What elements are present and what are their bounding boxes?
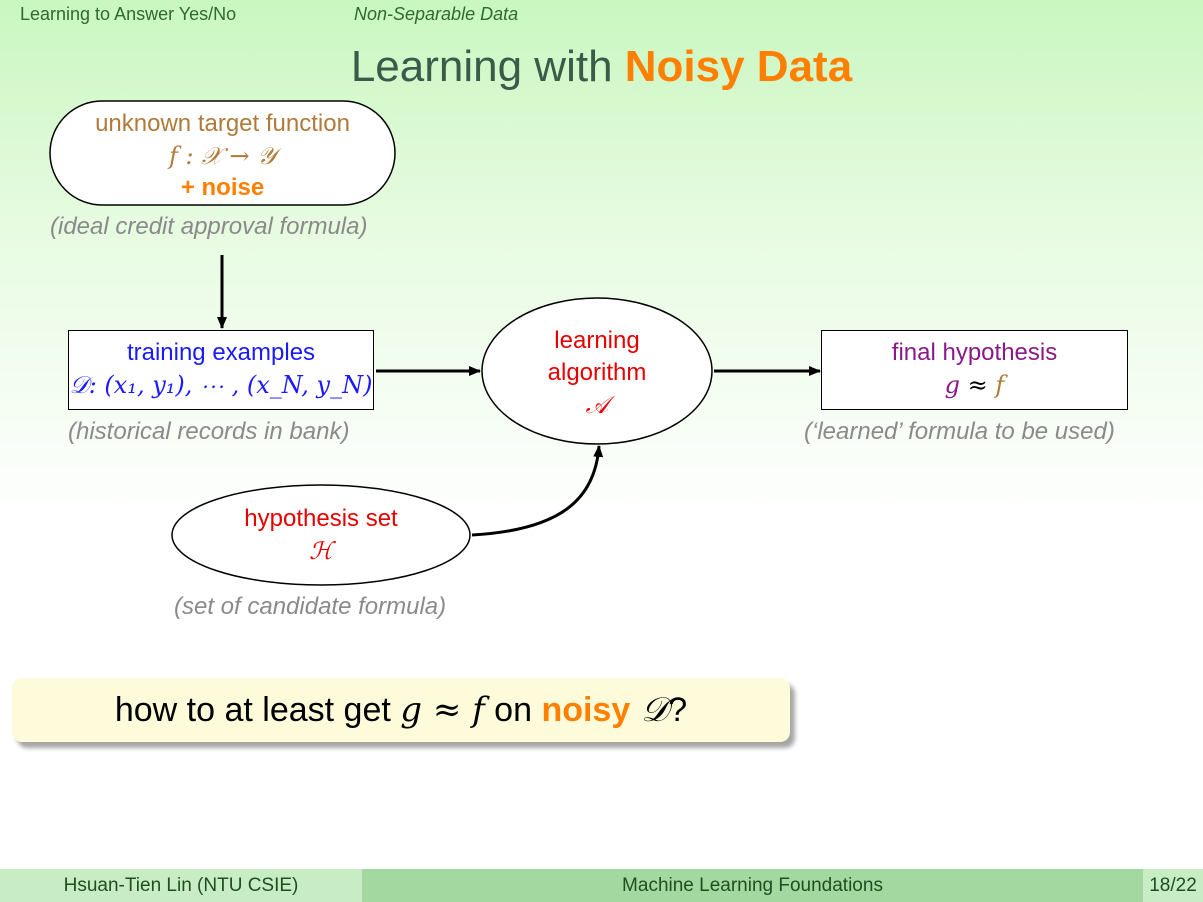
algorithm-symbol: 𝒜 — [585, 391, 609, 419]
hypothesis-set-caption: (set of candidate formula) — [174, 593, 447, 620]
question-approx: ≈ — [422, 690, 473, 730]
algorithm-line1: learning — [554, 327, 640, 354]
footer-author: Hsuan-Tien Lin (NTU CSIE) — [0, 869, 362, 902]
training-line1: training examples — [126, 339, 316, 366]
arrow-hypothesis-to-algorithm — [471, 445, 604, 537]
training-line2: 𝒟: (x₁, y₁), ⋯ , (x_N, y_N) — [69, 371, 373, 399]
algorithm-node: learning algorithm 𝒜 — [482, 325, 712, 421]
final-approx: ≈ — [960, 371, 996, 399]
footer-page: 18/22 — [1143, 869, 1203, 902]
question-text: how to at least get g ≈ f on noisy 𝒟? — [115, 690, 687, 730]
training-node: training examples 𝒟: (x₁, y₁), ⋯ , (x_N,… — [68, 330, 374, 410]
target-noise: + noise — [180, 174, 265, 201]
question-part1: how to at least get — [114, 691, 401, 729]
final-line1: final hypothesis — [891, 339, 1058, 366]
question-d: 𝒟 — [630, 690, 669, 730]
question-part2: on — [484, 691, 542, 729]
algorithm-shape — [481, 297, 713, 445]
hypothesis-set-symbol: ℋ — [309, 537, 333, 565]
nav-subsection[interactable]: Non-Separable Data — [354, 4, 519, 24]
footer-course: Machine Learning Foundations — [362, 869, 1143, 902]
hypothesis-set-line1: hypothesis set — [244, 505, 398, 532]
slide-title: Learning with Noisy Data — [0, 42, 1203, 92]
algorithm-line2: algorithm — [547, 359, 647, 386]
hypothesis-set-shape — [171, 484, 471, 586]
training-caption: (historical records in bank) — [68, 418, 350, 445]
final-g: g — [944, 371, 961, 399]
hypothesis-set-node: hypothesis set ℋ — [172, 503, 470, 567]
target-node: unknown target function f : 𝒳 → 𝒴 + nois… — [50, 108, 395, 204]
question-noisy: noisy — [541, 691, 631, 729]
title-highlight: Noisy Data — [624, 42, 853, 91]
target-shape — [49, 100, 396, 206]
question-callout: how to at least get g ≈ f on noisy 𝒟? — [12, 678, 790, 742]
final-caption: (‘learned’ formula to be used) — [804, 418, 1115, 445]
title-prefix: Learning with — [350, 42, 625, 91]
target-line1: unknown target function — [95, 110, 350, 137]
target-line2: f : 𝒳 → 𝒴 — [168, 142, 277, 170]
question-f: f — [472, 690, 485, 730]
question-part3: ? — [668, 691, 688, 729]
nav-section[interactable]: Learning to Answer Yes/No — [20, 4, 237, 24]
final-node: final hypothesis g ≈ f — [821, 330, 1128, 410]
final-f: f — [995, 371, 1005, 399]
question-g: g — [400, 690, 423, 730]
final-line2: g ≈ f — [822, 369, 1127, 402]
target-caption: (ideal credit approval formula) — [50, 213, 368, 240]
